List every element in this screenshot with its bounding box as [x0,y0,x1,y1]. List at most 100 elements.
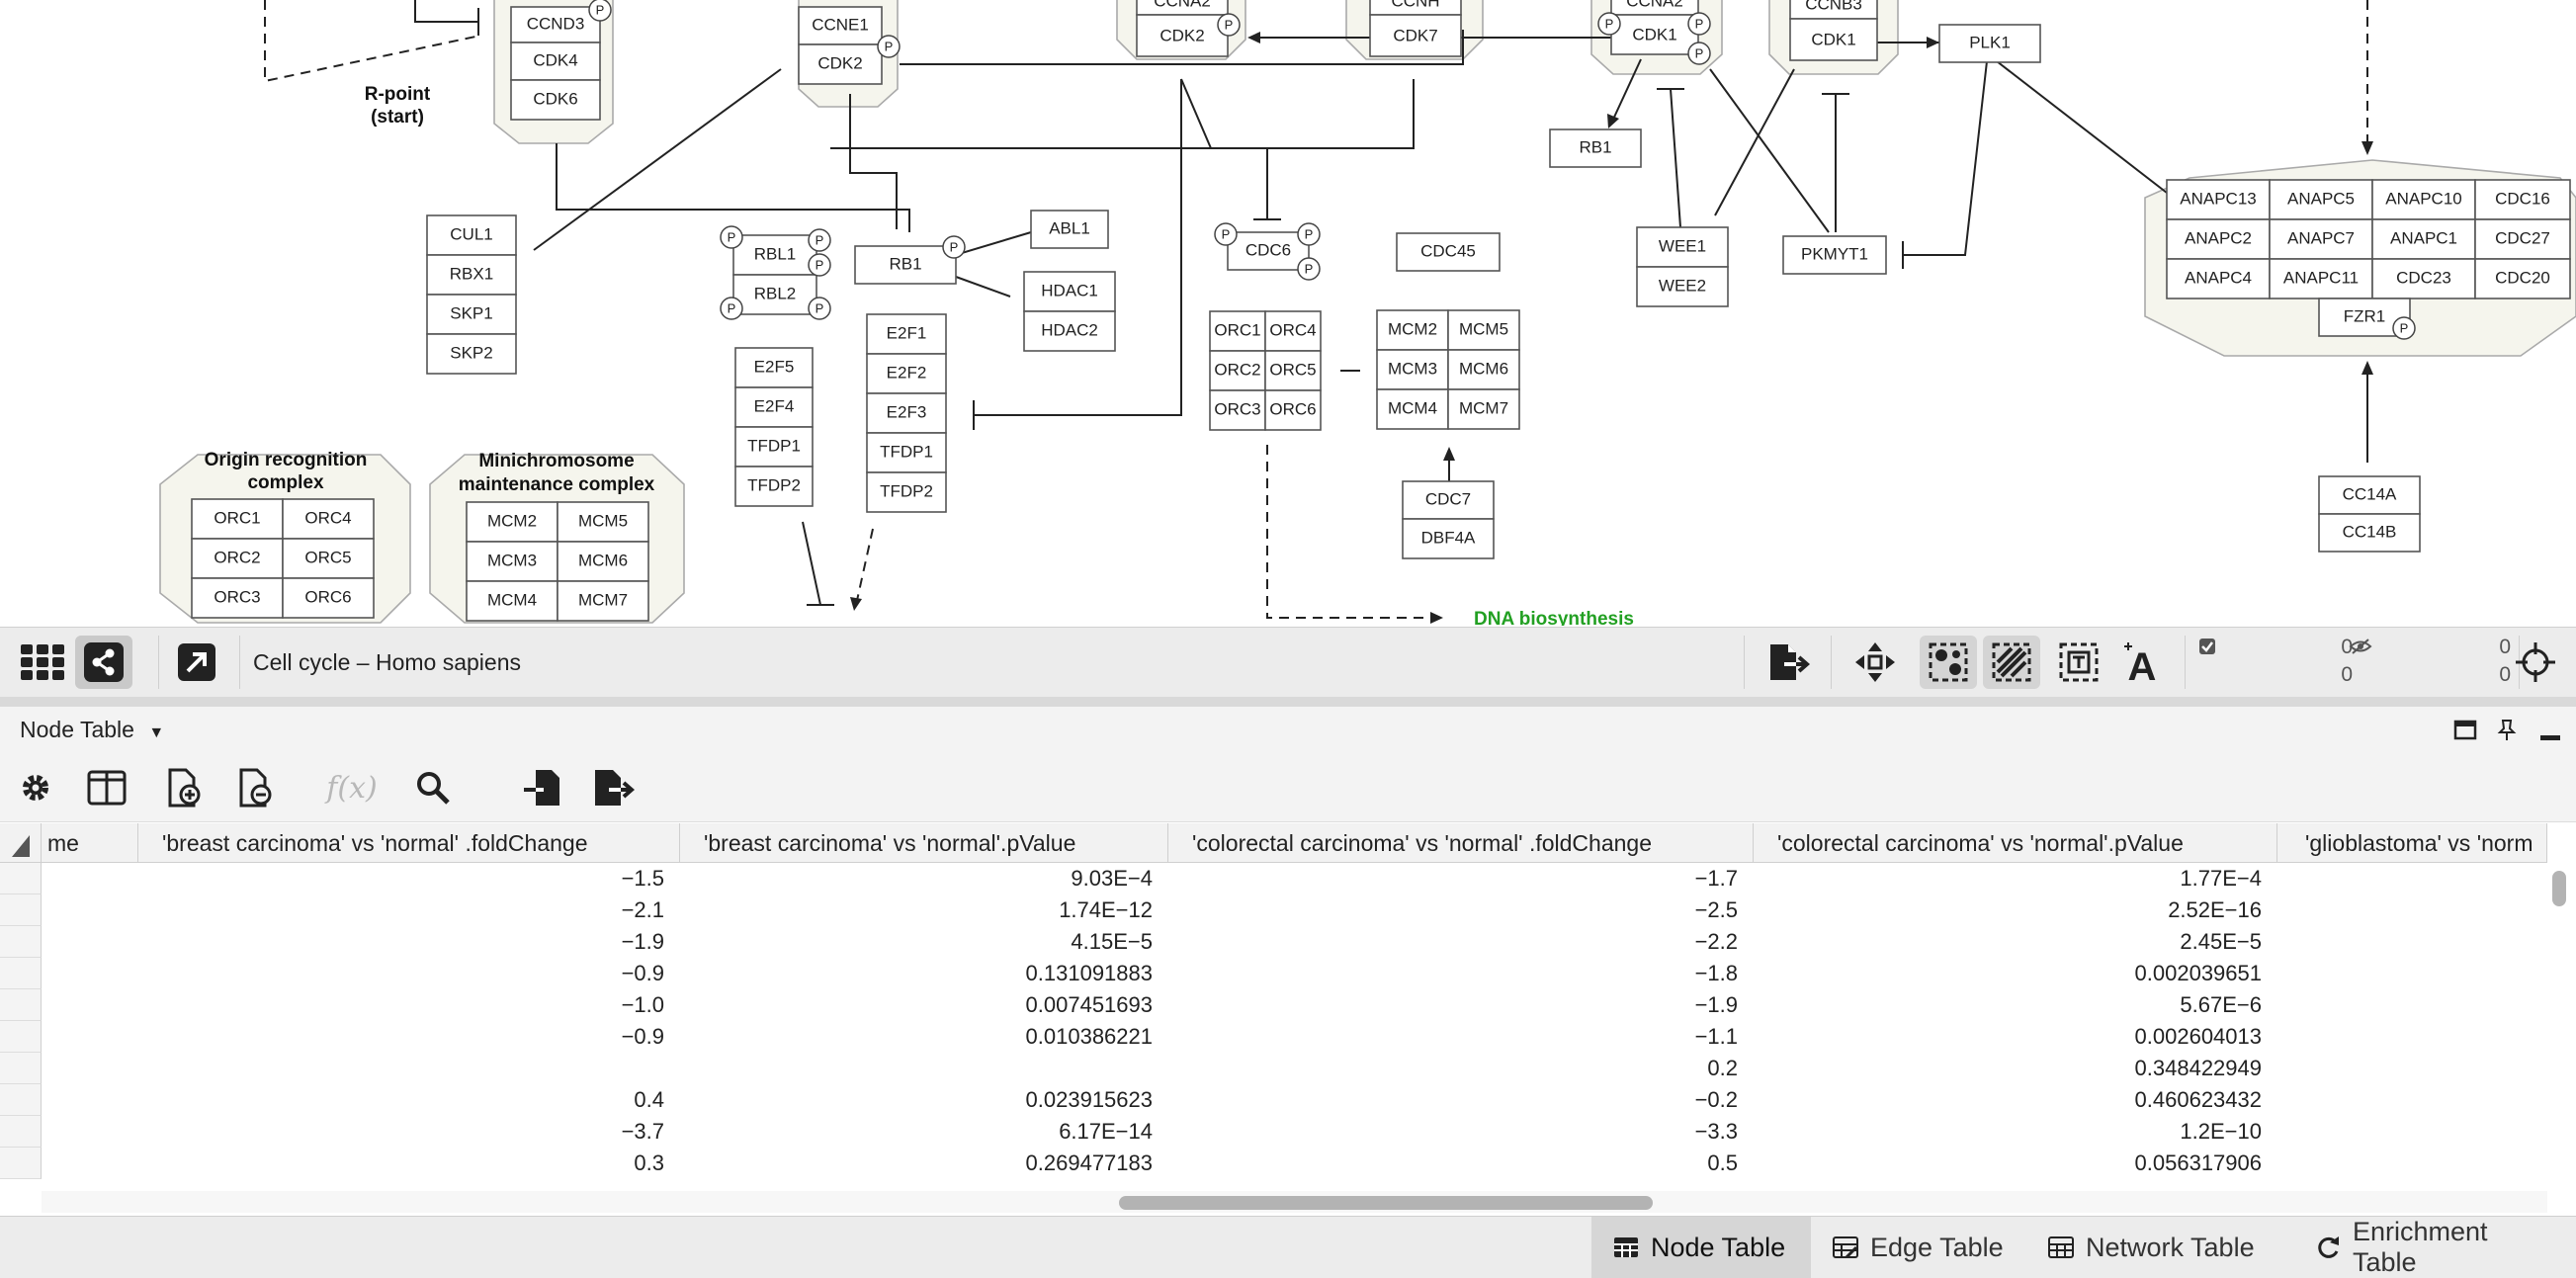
table-cell[interactable] [42,895,138,926]
pin-panel-button[interactable] [2495,719,2519,747]
table-cell[interactable]: −1.0 [621,992,664,1017]
table-cell[interactable]: 0.010386221 [1025,1024,1153,1049]
table-cell[interactable]: −2.1 [621,897,664,922]
node-cdc45[interactable]: CDC45 [1396,232,1501,272]
node-group-cdk2-e[interactable]: CCNE1 CDK2 P [798,6,901,85]
vertical-scroll-thumb[interactable] [2552,871,2566,906]
table-cell[interactable] [2277,863,2547,895]
column-header[interactable]: 'colorectal carcinoma' vs 'normal'.pValu… [1754,823,2277,863]
edge-cdk-to-rb[interactable] [556,143,910,232]
row-header[interactable] [0,1148,42,1179]
row-header[interactable] [0,895,42,926]
table-cell[interactable] [138,1053,680,1084]
table-cell[interactable]: 1.77E−4 [2180,866,2262,891]
node-rb1[interactable]: RB1 P [854,235,966,285]
table-cell[interactable]: 0.3 [634,1150,664,1175]
table-cell[interactable]: −1.5 [621,866,664,891]
table-cell[interactable]: 6.17E−14 [1059,1119,1153,1144]
table-cell[interactable]: −0.9 [621,1024,664,1049]
row-header[interactable] [0,1116,42,1148]
row-header[interactable] [0,926,42,958]
node-group-cdc7[interactable]: CDC7 DBF4A [1402,480,1495,559]
table-cell[interactable]: −1.7 [1694,866,1738,891]
table-cell[interactable]: 5.67E−6 [2180,992,2262,1017]
annotation-text-button[interactable] [2050,636,2107,689]
tab-node-table[interactable]: Node Table [1591,1217,1811,1278]
table-cell[interactable]: 0.002039651 [2134,961,2262,985]
edge-rb1-hdac[interactable] [955,276,1011,298]
node-group-cdk46[interactable]: CCND3 CDK4 CDK6 P [510,0,612,121]
edge-rb-arrow[interactable] [1180,78,1212,149]
table-cell[interactable] [2277,989,2547,1021]
table-cell[interactable] [42,1148,138,1179]
node-table[interactable]: me 'breast carcinoma' vs 'normal' .foldC… [0,823,2576,1216]
node-plk1[interactable]: PLK1 [1938,24,2041,63]
column-header[interactable]: 'breast carcinoma' vs 'normal'.pValue [680,823,1168,863]
column-header[interactable]: me [42,823,138,863]
table-cell[interactable]: 2.52E−16 [2168,897,2262,922]
pathway-diagram[interactable]: CCND3 CDK4 CDK6 P CCNE1 CDK2 P CCNA2 CDK… [0,0,2576,626]
node-group-cdk1-a[interactable]: CCNA2 CDK1 P P P [1597,0,1711,65]
table-cell[interactable] [42,1116,138,1148]
minimize-panel-button[interactable] [2538,721,2562,749]
export-table-button[interactable] [589,764,637,811]
column-header[interactable]: 'colorectal carcinoma' vs 'normal' .fold… [1168,823,1754,863]
table-cell[interactable]: 4.15E−5 [1071,929,1153,954]
table-cell[interactable] [2277,895,2547,926]
font-annotation-button[interactable]: A [2115,636,2173,689]
table-cell[interactable] [42,1021,138,1053]
node-cdc6[interactable]: CDC6 P P P [1214,222,1321,281]
show-hidden-button[interactable] [1983,636,2040,689]
node-abl1[interactable]: ABL1 [1030,210,1109,249]
table-cell[interactable]: 0.269477183 [1025,1150,1153,1175]
fit-content-button[interactable] [1846,636,1904,689]
edge-wee1-cdk1[interactable] [1714,68,1795,216]
table-cell[interactable] [42,1053,138,1084]
node-group-e2f123[interactable]: E2F1 E2F2 E2F3 TFDP1 TFDP2 [866,313,947,513]
edge-cdk1-rb1[interactable] [1610,58,1642,125]
table-cell[interactable] [42,989,138,1021]
edge-dna-biosynthesis[interactable] [1266,445,1433,619]
table-cell[interactable]: 1.2E−10 [2180,1119,2262,1144]
column-header[interactable]: 'glioblastoma' vs 'norm [2277,823,2547,863]
network-view-button[interactable] [75,636,132,689]
node-group-scf[interactable]: CUL1 RBX1 SKP1 SKP2 [426,214,517,375]
node-group-hdac[interactable]: HDAC1 HDAC2 [1023,271,1116,352]
table-cell[interactable]: 0.007451693 [1025,992,1153,1017]
row-header[interactable] [0,1053,42,1084]
table-cell[interactable]: 0.131091883 [1025,961,1153,985]
edge-top-line[interactable] [900,30,1464,65]
delete-column-button[interactable] [231,764,279,811]
table-cell[interactable] [2277,1116,2547,1148]
edge-cdk2-main[interactable] [973,79,1182,430]
edge-plk1-apc[interactable] [1996,60,2168,194]
node-rb1-top[interactable]: RB1 [1549,128,1642,168]
table-cell[interactable]: −1.9 [621,929,664,954]
node-group-mcm[interactable]: MCM2 MCM5 MCM3 MCM6 MCM4 MCM7 [1376,309,1520,430]
table-cell[interactable] [42,926,138,958]
edge-horizontal-cdk[interactable] [830,79,1415,149]
panel-splitter[interactable] [0,697,2576,707]
row-header[interactable] [0,958,42,989]
detach-view-button[interactable] [168,636,225,689]
node-group-cdk7[interactable]: CCNH CDK7 [1369,0,1462,57]
table-cell[interactable] [2277,1148,2547,1179]
table-cell[interactable]: 0.056317906 [2134,1150,2262,1175]
table-cell[interactable]: 0.5 [1707,1150,1738,1175]
edge-dashed-rpoint[interactable] [264,0,481,83]
table-cell[interactable]: 0.460623432 [2134,1087,2262,1112]
tab-edge-table[interactable]: Edge Table [1811,1217,2026,1278]
table-cell[interactable]: −1.9 [1694,992,1738,1017]
horizontal-scrollbar[interactable] [42,1191,2547,1213]
search-table-button[interactable] [409,764,457,811]
table-cell[interactable]: 0.023915623 [1025,1087,1153,1112]
table-cell[interactable] [42,958,138,989]
node-group-rbl[interactable]: RBL1 RBL2 P P P P P [720,225,831,320]
horizontal-scroll-thumb[interactable] [1119,1196,1653,1210]
edge-pkmyt1[interactable] [1709,68,1830,233]
table-cell[interactable]: −1.8 [1694,961,1738,985]
node-group-cdk2-a[interactable]: CCNA2 CDK2 P [1136,0,1241,57]
table-cell[interactable]: 0.002604013 [2134,1024,2262,1049]
node-group-orc[interactable]: ORC1 ORC4 ORC2 ORC5 ORC3 ORC6 [1209,310,1322,431]
node-group-cc14[interactable]: CC14A CC14B [2318,475,2421,553]
